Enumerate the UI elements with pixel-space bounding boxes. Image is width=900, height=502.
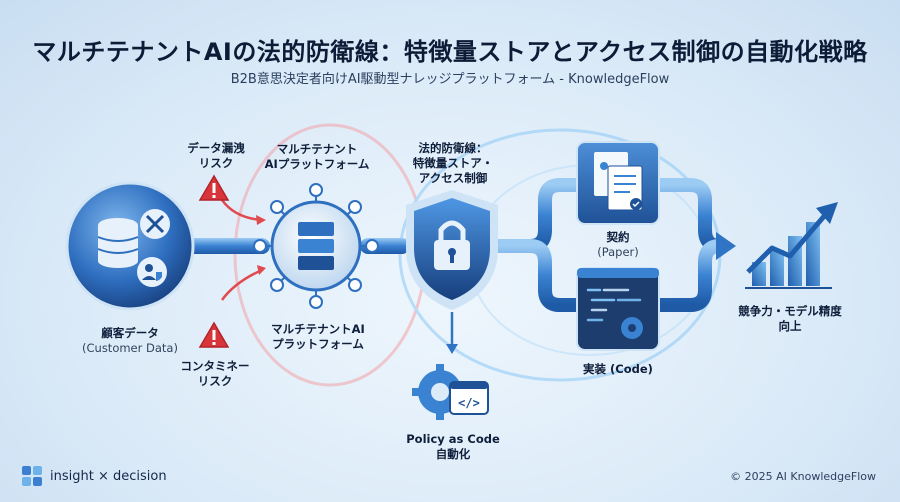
copyright: © 2025 AI KnowledgeFlow	[730, 470, 876, 483]
growth-chart-icon	[745, 202, 838, 289]
contract-label: 契約(Paper)	[597, 230, 639, 259]
user-shield-icon	[137, 257, 167, 287]
warning-icon-top	[198, 174, 230, 201]
documents-icon	[576, 141, 660, 225]
data-pipe-in	[185, 238, 270, 254]
leak-risk-label: データ漏洩リスク	[187, 141, 245, 170]
svg-text:</>: </>	[458, 396, 480, 410]
flow-arrow-head	[716, 232, 736, 260]
platform-hub	[253, 183, 379, 309]
data-pipe-split	[488, 178, 727, 312]
defense-label: 法的防衛線：特徴量ストア・アクセス制御	[412, 141, 494, 185]
server-stack-icon	[298, 222, 334, 270]
customer-data-sphere	[65, 181, 195, 311]
contamination-risk-label: コンタミネーリスク	[180, 359, 250, 388]
code-terminal-icon	[576, 267, 660, 351]
warning-icon-bottom	[198, 321, 230, 348]
database-icon	[97, 218, 139, 268]
gear-code-icon: </>	[412, 364, 489, 420]
brand-footer: insight × decision	[22, 466, 167, 486]
page-title: マルチテナントAIの法的防衛線：特徴量ストアとアクセス制御の自動化戦略	[32, 38, 868, 66]
page-subtitle: B2B意思決定者向けAI駆動型ナレッジプラットフォーム - KnowledgeF…	[230, 72, 670, 87]
brand-logo-icon	[22, 466, 42, 486]
customer-data-label: 顧客データ(Customer Data)	[82, 326, 178, 355]
outcome-label: 競争力・モデル精度向上	[738, 304, 842, 333]
shield-lock-icon	[406, 190, 498, 310]
brand-name: insight × decision	[50, 468, 167, 484]
implementation-label: 実装 (Code)	[583, 362, 653, 376]
